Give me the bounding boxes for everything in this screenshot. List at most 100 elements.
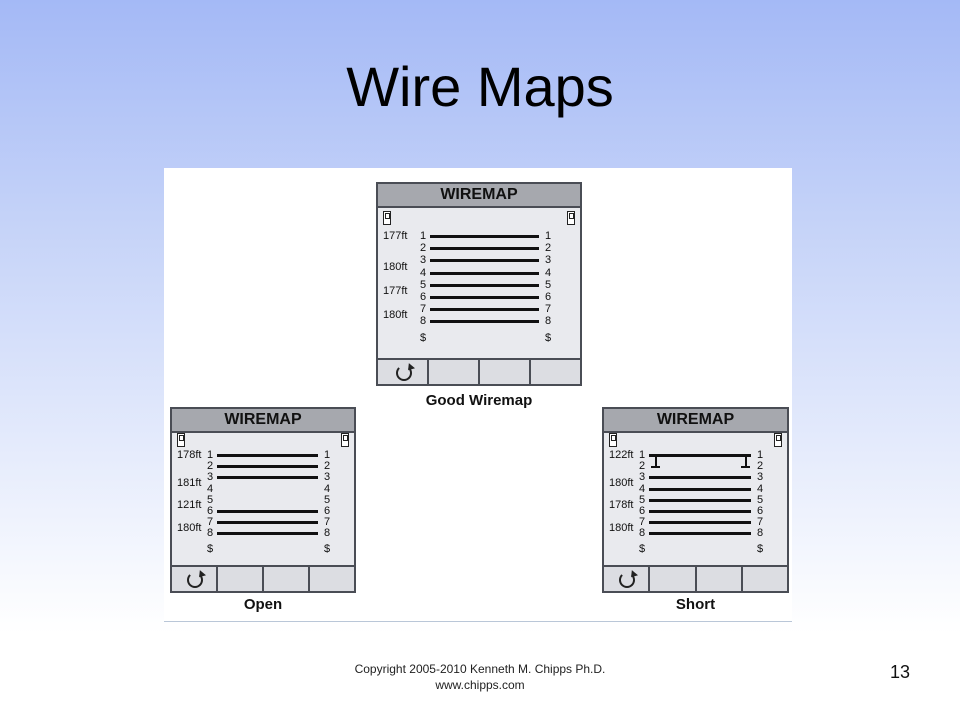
refresh-icon	[187, 572, 203, 588]
pair-length-label: 180ft	[177, 521, 202, 534]
pin-left-label: 8	[207, 527, 214, 540]
pin-right-label: 6	[324, 505, 331, 517]
wire-line	[649, 454, 751, 457]
pin-left-label: 4	[207, 482, 214, 495]
panel-footer	[604, 565, 787, 591]
pin-right-label: 6	[757, 505, 764, 517]
pin-left-label: 7	[420, 303, 427, 316]
pin-left-label: 4	[639, 482, 646, 495]
wire-line	[649, 510, 751, 513]
pin-left-label: 3	[420, 254, 427, 267]
pin-right-label: 1	[324, 449, 331, 461]
pin-right-label: 5	[545, 278, 552, 291]
pair-length-label: 180ft	[383, 309, 408, 322]
wire-line	[217, 521, 318, 525]
pair-length-label: 121ft	[177, 499, 202, 512]
pin-left-label: 6	[207, 505, 214, 517]
pin-right-label: 3	[757, 471, 764, 484]
softkey-2[interactable]	[429, 360, 480, 384]
pin-right-label: $	[757, 542, 764, 555]
wire-line	[649, 487, 751, 491]
wire-line	[649, 532, 751, 536]
copyright-line-1: Copyright 2005-2010 Kenneth M. Chipps Ph…	[354, 662, 606, 676]
pin-left-label: 2	[207, 460, 214, 473]
pin-left-label: $	[207, 542, 214, 555]
wire-line	[430, 247, 539, 251]
softkey-4[interactable]	[742, 567, 787, 591]
tester-left-icon	[383, 211, 391, 225]
tester-right-icon	[774, 433, 782, 447]
pin-left-label: 6	[420, 291, 427, 303]
pin-right-label: 3	[545, 254, 552, 267]
wire-line	[430, 308, 539, 312]
softkey-refresh[interactable]	[378, 360, 429, 384]
softkey-4[interactable]	[531, 360, 580, 384]
wire-line	[217, 532, 318, 536]
refresh-icon	[619, 572, 636, 588]
pin-right-label: 2	[757, 460, 764, 473]
caption-good: Good Wiremap	[425, 392, 533, 409]
softkey-3[interactable]	[264, 567, 310, 591]
pin-right-label: 5	[324, 493, 331, 506]
panel-header: WIREMAP	[172, 409, 354, 433]
softkey-3[interactable]	[480, 360, 531, 384]
softkey-refresh[interactable]	[172, 567, 218, 591]
pin-left-label: 3	[207, 471, 214, 484]
wire-line	[649, 476, 751, 480]
wire-line	[217, 510, 318, 513]
pin-left-label: $	[420, 331, 427, 344]
pin-right-label: 8	[757, 527, 764, 540]
short-connector	[745, 454, 747, 469]
pin-left-label: 4	[420, 266, 427, 279]
panel-header: WIREMAP	[604, 409, 787, 433]
wire-line	[430, 283, 539, 287]
softkey-3[interactable]	[696, 567, 743, 591]
pin-right-label: 6	[545, 291, 552, 303]
pin-right-label: 1	[545, 230, 552, 242]
copyright-line-2: www.chipps.com	[435, 678, 525, 692]
softkey-2[interactable]	[218, 567, 264, 591]
slide-number: 13	[889, 662, 911, 682]
caption-open: Open	[243, 596, 283, 613]
pin-left-label: 1	[420, 230, 427, 242]
pin-right-label: 2	[545, 242, 552, 255]
pin-left-label: 2	[420, 242, 427, 255]
tester-right-icon	[567, 211, 575, 225]
softkey-2[interactable]	[650, 567, 697, 591]
panel-footer	[172, 565, 354, 591]
pin-right-label: 8	[324, 527, 331, 540]
softkey-4[interactable]	[310, 567, 354, 591]
pair-length-label: 178ft	[609, 499, 634, 512]
copyright: Copyright 2005-2010 Kenneth M. Chipps Ph…	[280, 661, 680, 693]
softkey-refresh[interactable]	[604, 567, 651, 591]
wire-line	[430, 296, 539, 299]
pin-right-label: $	[545, 331, 552, 344]
refresh-icon	[395, 365, 412, 381]
short-cap	[741, 466, 750, 469]
panel-footer	[378, 358, 580, 384]
pair-length-label: 180ft	[609, 521, 634, 534]
pair-length-label: 180ft	[609, 477, 634, 489]
wire-line	[649, 498, 751, 502]
pair-length-label: 177ft	[383, 230, 408, 242]
pin-left-label: 1	[207, 449, 214, 461]
pin-left-label: 3	[639, 471, 646, 484]
pin-left-label: $	[639, 542, 646, 555]
pair-length-label: 122ft	[609, 449, 634, 461]
wire-line	[430, 259, 539, 263]
pin-right-label: 8	[545, 315, 552, 328]
slide-title: Wire Maps	[346, 55, 614, 118]
pin-left-label: 8	[420, 315, 427, 328]
wire-line	[217, 476, 318, 480]
pin-right-label: 4	[545, 266, 552, 279]
pair-length-label: 180ft	[383, 260, 408, 273]
wire-line	[217, 465, 318, 469]
pin-right-label: 7	[324, 516, 331, 529]
pin-right-label: 5	[757, 493, 764, 506]
wire-line	[430, 271, 539, 275]
pin-left-label: 2	[639, 460, 646, 473]
pin-left-label: 5	[639, 493, 646, 506]
pin-right-label: $	[324, 542, 331, 555]
pin-right-label: 4	[757, 482, 764, 495]
